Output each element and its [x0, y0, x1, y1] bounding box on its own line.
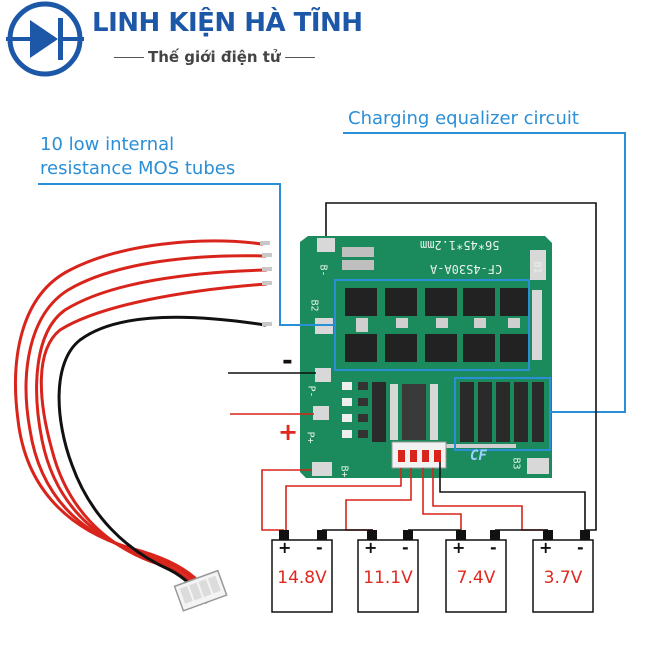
pad-b-plus	[312, 462, 332, 476]
terminal-plus-sign: +	[278, 418, 299, 446]
battery-4-voltage: 3.7V	[543, 568, 583, 588]
pcb-pad-b-minus: B-	[317, 264, 329, 277]
pcb-pad-p-minus: P-	[305, 385, 317, 398]
mos-annotation-line2: resistance MOS tubes	[40, 158, 236, 179]
brand-title: LINH KIỆN HÀ TĨNH	[92, 8, 363, 38]
battery-1-voltage: 14.8V	[277, 568, 327, 588]
pad-b3	[527, 458, 549, 474]
battery-2-plus: +	[364, 538, 378, 557]
pcb-pad-b-plus: B+	[338, 465, 350, 478]
battery-3-plus: +	[452, 538, 466, 557]
pcb-pad-b3: B3	[510, 457, 522, 470]
battery-2-minus: -	[402, 538, 409, 557]
battery-4-plus: +	[539, 538, 553, 557]
battery-3-minus: -	[490, 538, 497, 557]
battery-3-voltage: 7.4V	[456, 568, 496, 588]
pad-b-minus	[317, 238, 335, 252]
mos-annotation-line1: 10 low internal	[40, 134, 175, 155]
smd-components	[342, 290, 544, 448]
pcb-pad-b2: B2	[308, 299, 320, 312]
terminal-minus-sign: -	[282, 346, 293, 376]
mos-annotation: 10 low internal resistance MOS tubes	[40, 133, 235, 181]
battery-wiring	[261, 202, 597, 540]
battery-4-minus: -	[577, 538, 584, 557]
pcb-model-text: CF-4S30A-A	[430, 262, 503, 276]
battery-1-plus: +	[278, 538, 292, 557]
balance-connector	[391, 441, 447, 469]
equalizer-annotation: Charging equalizer circuit	[348, 108, 579, 129]
pcb-pad-b1: B1	[531, 261, 543, 274]
mosfet-array	[345, 288, 528, 362]
harness-connector	[173, 569, 228, 612]
wire-tips	[260, 241, 272, 326]
battery-2-voltage: 11.1V	[363, 568, 413, 588]
highlight-boxes	[38, 132, 626, 451]
pcb-size-text: 56*45*1.2mm	[420, 238, 500, 252]
battery-1-minus: -	[316, 538, 323, 557]
battery-cells	[271, 539, 594, 613]
wire-harness	[14, 239, 268, 604]
pcb-pad-p-plus: P+	[304, 431, 316, 444]
pad-b1	[530, 250, 546, 280]
diode-icon	[6, 1, 84, 77]
pad-p-plus	[313, 406, 329, 420]
output-leads	[228, 372, 316, 415]
pcb-logo: CF	[470, 448, 487, 464]
brand-tagline: Thế giới điện tử	[110, 48, 319, 66]
pad-p-minus	[315, 368, 331, 382]
battery-terminals	[279, 530, 590, 540]
